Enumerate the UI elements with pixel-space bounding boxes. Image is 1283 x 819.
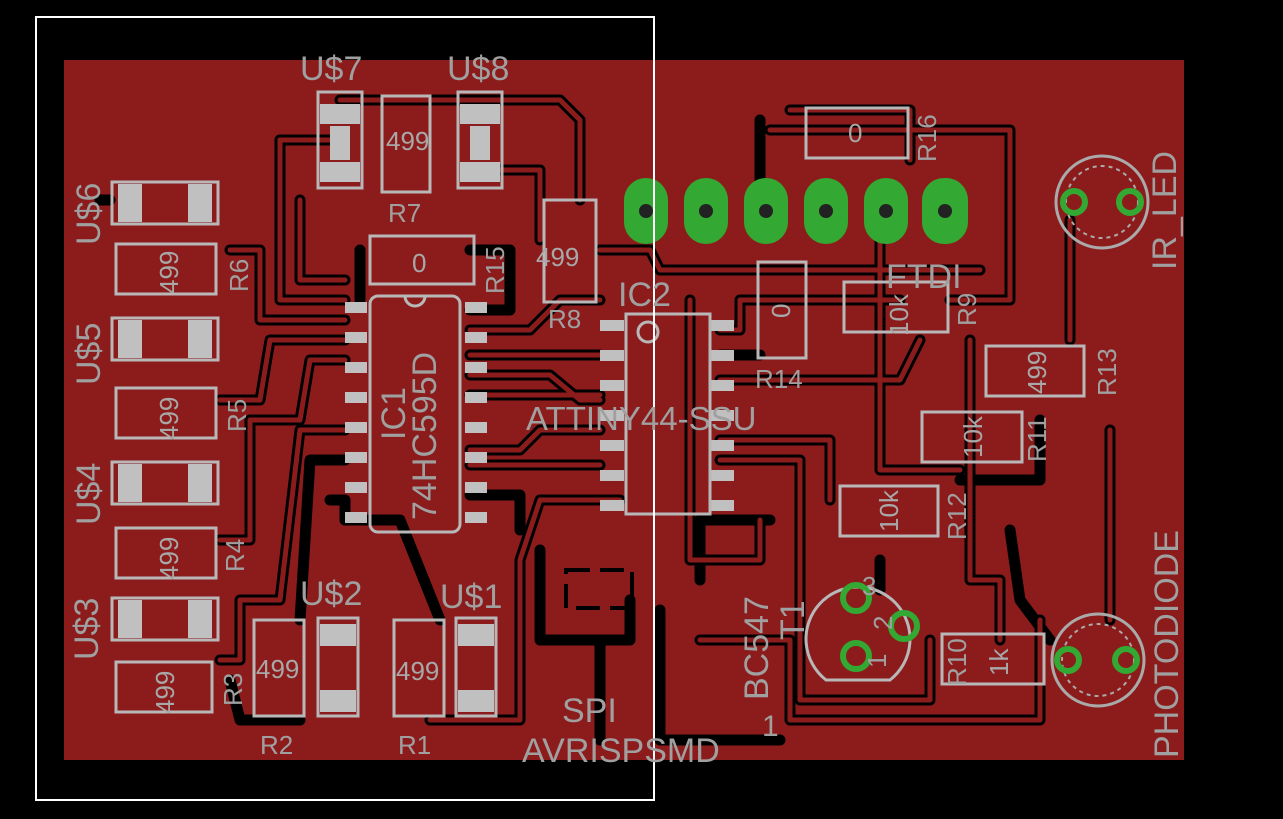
value-r14: 0 [766,304,796,318]
resistor-r12 [838,484,940,538]
copper-traces-fill [217,97,1113,723]
label-pin-e: 1 [862,654,892,668]
label-avrisp: AVRISPSMD [522,732,720,770]
resistor-r4 [114,526,218,580]
label-u7: U$7 [300,50,362,88]
led-u2 [316,616,360,718]
label-r15: R15 [480,246,510,294]
photodiode [1050,612,1146,708]
label-spi: SPI [562,692,617,730]
value-r12: 10k [874,489,904,532]
label-u1: U$1 [440,578,502,616]
label-spi-pin1: 1 [762,710,779,743]
label-ftdi: FTDI [886,258,962,296]
label-r8: R8 [548,304,581,334]
value-r7: 499 [386,126,429,156]
led-u4 [110,460,220,506]
label-r9: R9 [952,293,982,326]
led-u1 [454,616,498,718]
value-r16: 0 [848,118,862,148]
ir-led [1054,154,1150,250]
selection-frame [35,16,655,801]
value-r15: 0 [412,248,426,278]
label-u5: U$5 [70,323,108,385]
label-ir-led: IR_LED [1146,151,1184,270]
resistor-r15 [368,234,476,286]
label-r3: R3 [218,673,248,706]
label-u4: U$4 [70,463,108,525]
label-r12: R12 [942,492,972,540]
resistor-r1 [392,618,446,718]
label-r7: R7 [388,198,421,228]
resistor-r3 [114,660,214,714]
led-u5 [110,316,220,362]
resistor-r8 [542,198,598,304]
resistor-r16 [804,106,910,160]
label-r2: R2 [260,730,293,760]
label-pin3: 3 [862,571,876,601]
label-t1: T1 [774,600,812,640]
label-r6: R6 [224,259,254,292]
label-r11: R11 [1022,416,1052,462]
value-r10: 1k [984,648,1014,676]
value-r3: 499 [150,671,180,714]
resistor-r9 [842,280,950,334]
resistor-r5 [114,386,218,440]
resistor-r2 [252,618,306,718]
label-pin2: 2 [868,616,898,630]
value-r11: 10k [958,415,988,458]
label-u2: U$2 [300,575,362,613]
ftdi-header [624,178,968,244]
label-ic2-part: ATTINY44-SSU [526,400,756,437]
resistor-r14 [756,260,808,360]
ic1-chip [345,294,487,534]
label-u6: U$6 [70,183,108,245]
resistor-r7 [380,94,432,194]
label-photodiode: PHOTODIODE [1148,530,1186,758]
label-u8: U$8 [447,50,509,88]
label-bc547: BC547 [738,596,776,700]
label-r1: R1 [398,730,431,760]
label-ic1: IC1 [375,387,413,440]
value-r6: 499 [154,251,184,294]
label-r13: R13 [1092,348,1122,396]
transistor-t1 [804,582,920,682]
spi-header [564,568,634,610]
led-u8 [456,90,504,190]
value-r4: 499 [154,537,184,580]
value-r2: 499 [256,654,299,684]
value-r13: 499 [1022,351,1052,394]
label-r4: R4 [220,539,250,572]
label-r10: R10 [942,638,972,686]
label-u3: U$3 [68,598,106,660]
value-r5: 499 [154,397,184,440]
label-r5: R5 [222,399,252,432]
value-r9: 10k [884,293,914,336]
label-ic2: IC2 [618,276,671,314]
label-ic1-part: 74HC595D [406,352,444,520]
ic2-chip [600,312,734,516]
led-u3 [110,596,220,642]
resistor-r10 [940,632,1046,686]
led-u7 [316,90,364,190]
led-u6 [110,180,220,226]
resistor-r13 [984,344,1086,398]
value-r1: 499 [396,656,439,686]
label-r14: R14 [755,364,803,394]
label-r16: R16 [912,114,942,162]
value-r8: 499 [536,242,579,272]
resistor-r11 [920,410,1024,464]
resistor-r6 [114,242,218,296]
